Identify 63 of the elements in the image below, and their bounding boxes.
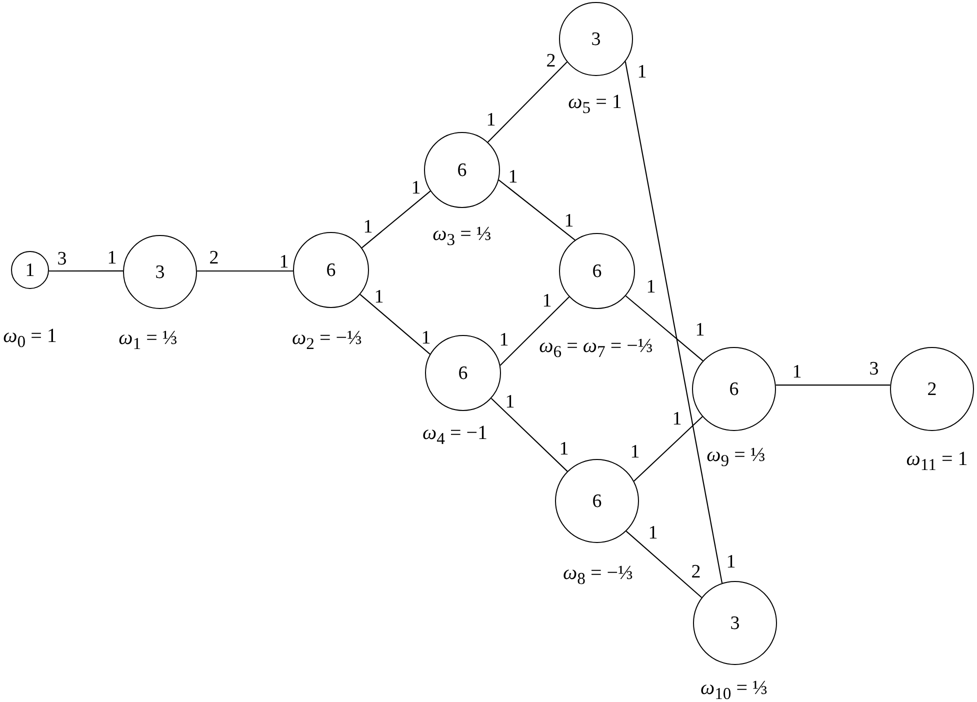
- edge-end-label: 1: [411, 178, 421, 198]
- node-value: 1: [25, 260, 35, 280]
- edge-end-label: 1: [505, 392, 515, 412]
- node-value: 6: [592, 262, 602, 280]
- edge-end-label: 1: [542, 292, 552, 310]
- node-value: 3: [591, 30, 601, 48]
- edge-end-label: 1: [726, 552, 736, 572]
- edge-end-label: 3: [57, 250, 67, 268]
- edge-end-label: 1: [559, 440, 569, 458]
- node-circle: [559, 233, 635, 309]
- node-value: 6: [458, 364, 468, 382]
- edge-line: [362, 190, 431, 248]
- node-value: 2: [927, 380, 937, 398]
- weight-label: ω$_{3}$ = ⅓: [432, 222, 492, 250]
- edge-line: [48, 270, 124, 272]
- edge-end-label: 1: [630, 442, 640, 462]
- node-value: 6: [457, 160, 467, 180]
- edge-line: [490, 398, 568, 472]
- edge-end-label: 1: [564, 212, 574, 230]
- weight-label: ω$_{4}$ = −1: [422, 422, 488, 448]
- weight-label: ω$_{8}$ = −⅓: [563, 562, 633, 588]
- edge-end-label: 1: [279, 252, 289, 272]
- edge-end-label: 1: [486, 110, 496, 130]
- edge-end-label: 1: [107, 248, 117, 268]
- weight-label: ω$_{10}$ = ⅓: [700, 676, 768, 702]
- edge-end-label: 1: [363, 218, 373, 236]
- edge-end-label: 1: [672, 410, 682, 428]
- edge-end-label: 2: [546, 52, 556, 70]
- edge-line: [626, 530, 702, 598]
- edge-line: [487, 62, 568, 143]
- edge-line: [776, 384, 890, 386]
- weight-label: ω$_{5}$ = 1: [568, 90, 622, 118]
- edge-line: [634, 416, 703, 482]
- node-value: 6: [729, 380, 739, 398]
- edge-line: [500, 296, 570, 366]
- node-value: 6: [326, 260, 336, 280]
- edge-line: [360, 294, 430, 355]
- edge-line: [625, 295, 704, 362]
- weight-label: ω$_{6}$ = ω$_{7}$ = −⅓: [539, 334, 653, 362]
- weight-label: ω$_{1}$ = ⅓: [118, 326, 178, 354]
- edge-end-label: 1: [421, 328, 431, 348]
- weight-label: ω$_{2}$ = −⅓: [292, 326, 362, 354]
- weight-label: ω$_{0}$ = 1: [3, 324, 57, 352]
- edge-end-label: 1: [646, 278, 656, 296]
- edge-end-label: 2: [691, 562, 701, 582]
- edge-end-label: 1: [637, 62, 647, 82]
- edge-end-label: 1: [695, 320, 705, 340]
- edge-line: [624, 61, 723, 584]
- node-circle: [11, 251, 49, 289]
- node-value: 6: [592, 492, 602, 510]
- node-value: 3: [155, 262, 165, 282]
- edge-end-label: 2: [209, 248, 219, 268]
- weight-label: ω$_{9}$ = ⅓: [706, 444, 766, 470]
- edge-end-label: 3: [869, 360, 879, 378]
- node-value: 3: [730, 614, 740, 632]
- edge-end-label: 1: [499, 330, 509, 350]
- edge-end-label: 1: [508, 168, 518, 186]
- edge-end-label: 1: [792, 362, 802, 382]
- edge-end-label: 1: [648, 524, 658, 542]
- weight-label: ω$_{11}$ = 1: [906, 448, 968, 474]
- edge-end-label: 1: [374, 288, 384, 306]
- edge-line: [196, 270, 294, 272]
- edge-line: [498, 179, 576, 240]
